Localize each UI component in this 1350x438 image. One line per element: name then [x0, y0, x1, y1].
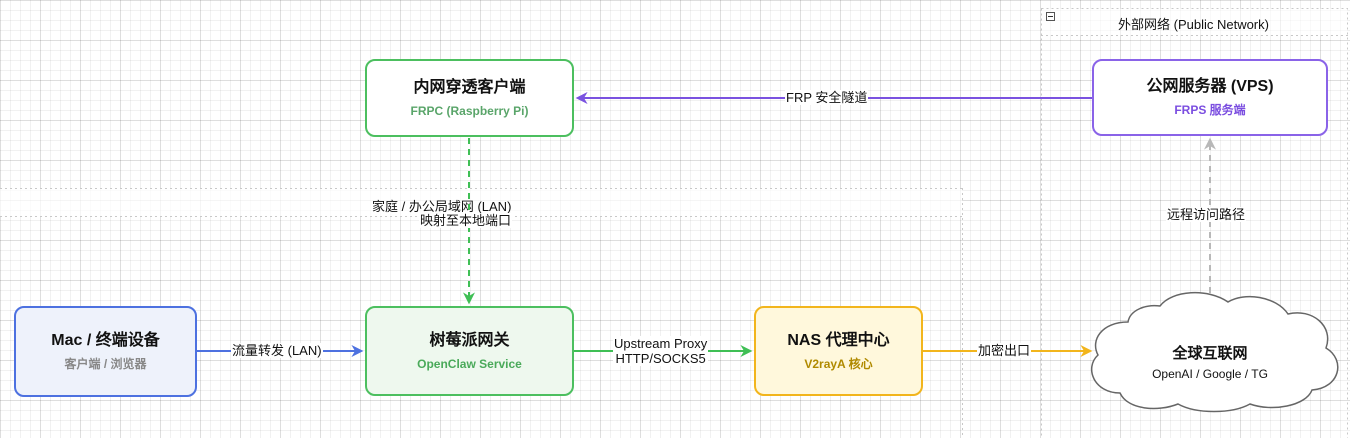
nas-subtitle: V2rayA 核心 [804, 356, 873, 371]
mac-node[interactable]: Mac / 终端设备 客户端 / 浏览器 [14, 306, 197, 397]
internet-title: 全球互联网 [1172, 345, 1248, 362]
upstream-proxy-line2: HTTP/SOCKS5 [615, 351, 706, 366]
mac-title: Mac / 终端设备 [51, 332, 160, 349]
internet-cloud-shape[interactable] [1090, 291, 1339, 413]
vps-subtitle: FRPS 服务端 [1174, 103, 1246, 117]
lan-forward-label: 流量转发 (LAN) [231, 343, 323, 358]
lan-group[interactable] [0, 188, 963, 438]
tunnel-label: FRP 安全隧道 [785, 90, 869, 105]
public-network-label: 外部网络 (Public Network) [1118, 17, 1269, 32]
upstream-proxy-line1: Upstream Proxy [614, 336, 708, 351]
remote-access-label: 远程访问路径 [1166, 207, 1247, 222]
encrypted-exit-label: 加密出口 [977, 343, 1032, 358]
upstream-proxy-label: Upstream Proxy HTTP/SOCKS5 [613, 336, 709, 366]
lan-group-label: 家庭 / 办公局域网 (LAN) [372, 199, 512, 214]
vps-title: 公网服务器 (VPS) [1146, 78, 1274, 95]
gateway-title: 树莓派网关 [429, 331, 510, 349]
nas-node[interactable]: NAS 代理中心 V2rayA 核心 [754, 306, 923, 396]
vps-node[interactable]: 公网服务器 (VPS) FRPS 服务端 [1092, 59, 1328, 136]
nas-title: NAS 代理中心 [787, 331, 890, 349]
port-map-label: 映射至本地端口 [419, 213, 513, 228]
internet-subtitle: OpenAI / Google / TG [1152, 367, 1268, 381]
gateway-node[interactable]: 树莓派网关 OpenClaw Service [365, 306, 574, 396]
gateway-subtitle: OpenClaw Service [417, 356, 522, 371]
collapse-icon[interactable] [1046, 12, 1055, 21]
mac-subtitle: 客户端 / 浏览器 [64, 357, 147, 371]
internet-node[interactable]: 全球互联网 OpenAI / Google / TG [1100, 345, 1320, 382]
frpc-title: 内网穿透客户端 [413, 78, 526, 96]
frpc-node[interactable]: 内网穿透客户端 FRPC (Raspberry Pi) [365, 59, 574, 137]
frpc-subtitle: FRPC (Raspberry Pi) [410, 103, 529, 118]
public-network-group[interactable] [1041, 8, 1348, 438]
